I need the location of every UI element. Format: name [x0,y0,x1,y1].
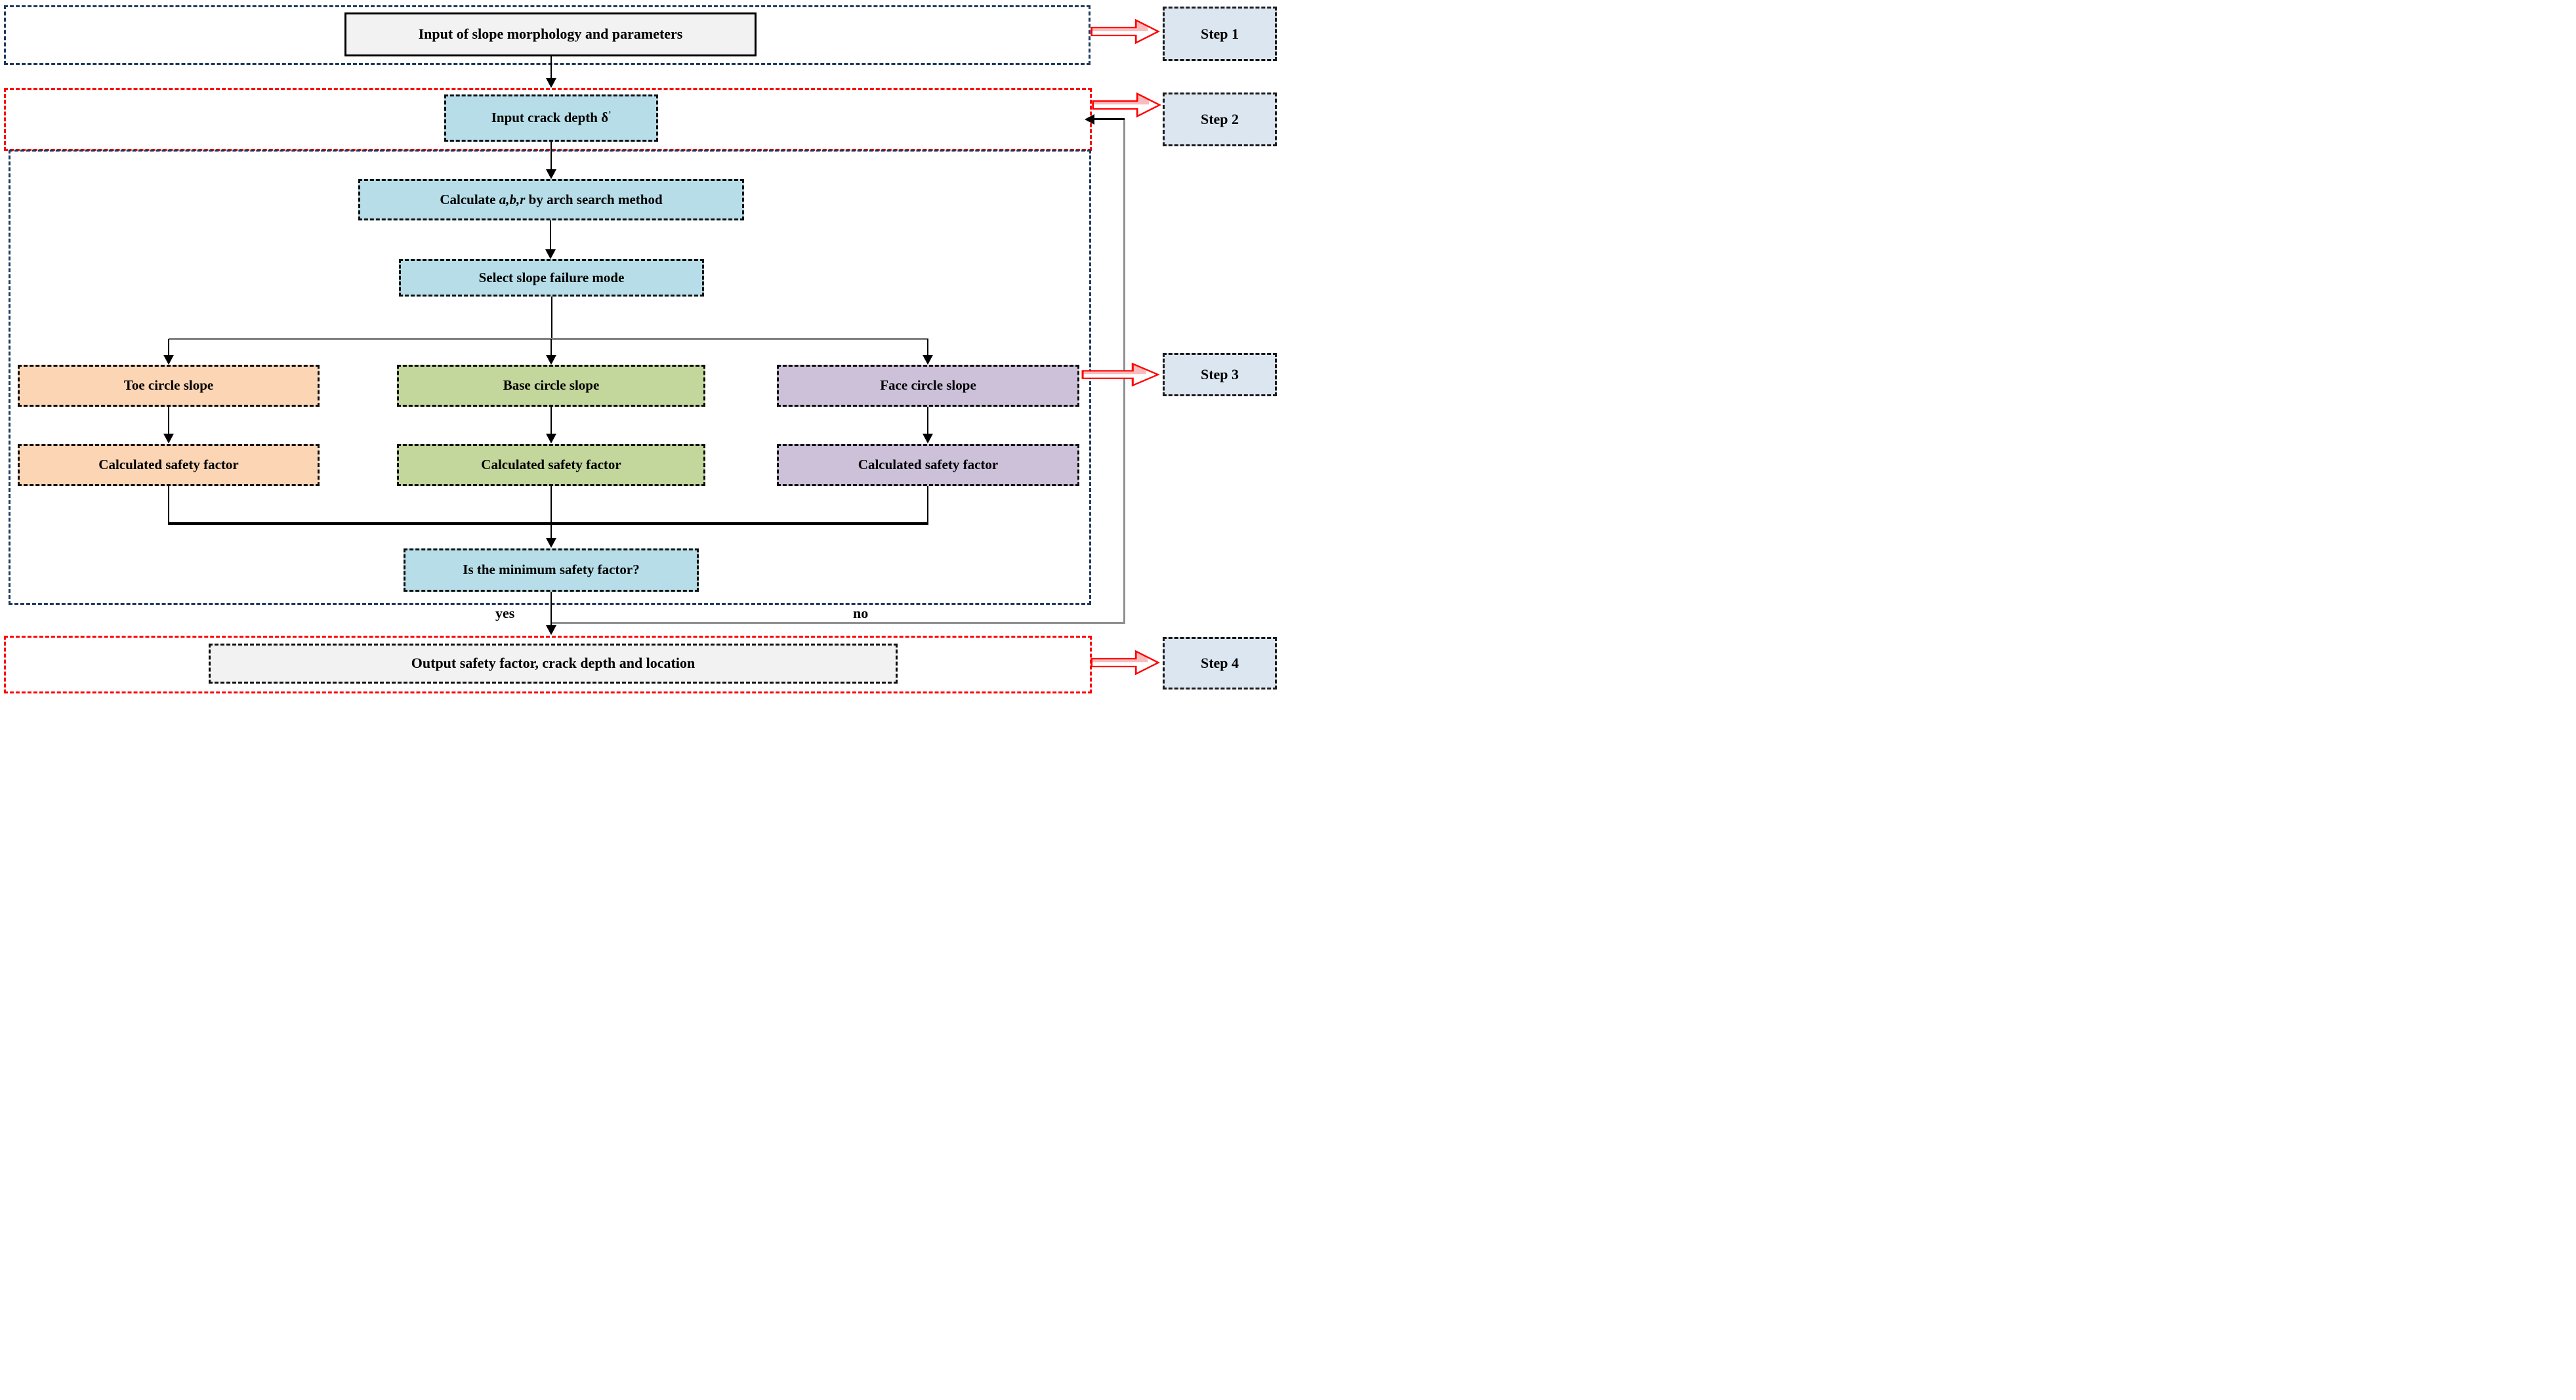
branch-line [169,338,928,340]
step-2-box: Step 2 [1163,93,1277,146]
abr-italic: a,b,r [499,191,526,207]
face-sf-to-collector [927,486,928,524]
step-4-box: Step 4 [1163,637,1277,690]
connector-morphology-to-crack [551,56,552,79]
arrowhead-to-calculate [546,169,556,179]
delta-prime-superscript: ’ [608,110,612,119]
arrowhead-base-sf [546,434,556,443]
no-feedback-return [1093,118,1125,120]
node-calculate-abr: Calculate a,b,r by arch search method [358,179,744,220]
connector-face-to-sf [927,407,928,434]
arrowhead-return-to-step2 [1085,114,1094,125]
node-face-circle-slope: Face circle slope [777,365,1079,407]
node-input-crack-depth: Input crack depth δ’ [444,94,658,142]
connector-base-to-sf [551,407,552,434]
connector-ismin-to-output [551,592,552,626]
arrowhead-to-select [545,249,556,259]
step-1-box: Step 1 [1163,7,1277,61]
arrowhead-to-face [923,355,933,365]
arrowhead-toe-sf [163,434,174,443]
label-no: no [853,605,869,621]
drop-to-face [927,339,928,356]
step-3-box: Step 3 [1163,353,1277,396]
red-arrow-step3 [1081,362,1160,387]
connector-toe-to-sf [168,407,169,434]
red-arrow-step2 [1092,92,1162,118]
node-base-circle-slope: Base circle slope [397,365,705,407]
node-output: Output safety factor, crack depth and lo… [209,644,898,684]
no-feedback-horizontal [552,622,1125,624]
toe-sf-to-collector [168,486,169,524]
node-input-morphology: Input of slope morphology and parameters [344,12,757,56]
node-base-safety-factor: Calculated safety factor [397,444,705,486]
arrowhead-to-crack [546,78,556,88]
arrowhead-face-sf [923,434,933,443]
arrowhead-to-output [546,625,556,635]
arrowhead-to-base [546,355,556,365]
connector-crack-to-calculate [551,142,552,169]
node-select-failure-mode: Select slope failure mode [399,259,704,297]
connector-to-ismin [551,486,552,538]
label-yes: yes [495,605,515,621]
connector-select-to-branch [551,297,552,339]
drop-to-toe [168,339,169,356]
region-step1 [4,5,1091,65]
connector-calculate-to-select [550,220,551,250]
drop-to-base [551,339,552,356]
arrowhead-to-toe [163,355,174,365]
node-is-minimum-safety-factor: Is the minimum safety factor? [404,548,699,592]
red-arrow-step4 [1091,649,1161,676]
node-toe-circle-slope: Toe circle slope [18,365,320,407]
collector-line [168,522,928,525]
arrowhead-to-ismin [546,538,556,548]
node-face-safety-factor: Calculated safety factor [777,444,1079,486]
red-arrow-step1 [1091,18,1161,45]
flowchart-canvas: Input of slope morphology and parameters… [0,0,1288,700]
node-toe-safety-factor: Calculated safety factor [18,444,320,486]
